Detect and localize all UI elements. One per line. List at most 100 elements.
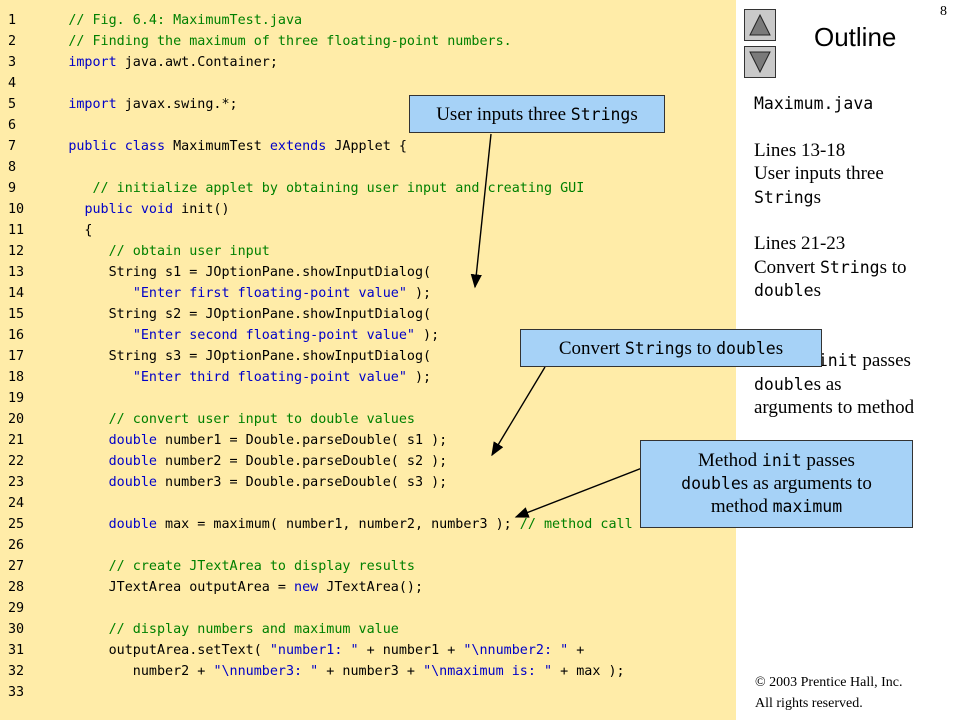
code-text: + number3 + xyxy=(318,664,424,679)
note-text: s xyxy=(813,280,822,301)
next-slide-button[interactable] xyxy=(744,46,776,78)
line-number: 10 xyxy=(8,202,25,217)
code-keyword: double xyxy=(108,454,157,469)
code-text: max = maximum( number1, number2, number3… xyxy=(157,517,520,532)
line-number: 14 xyxy=(8,286,25,301)
line-number: 27 xyxy=(8,559,25,574)
code-text: number3 = Double.parseDouble( s3 ); xyxy=(157,475,448,490)
file-name: Maximum.java xyxy=(754,94,874,113)
callout-text: double xyxy=(716,339,776,358)
code-text: JTextArea(); xyxy=(318,580,424,595)
line-number: 18 xyxy=(8,370,25,385)
code-text: ); xyxy=(406,370,432,385)
code-text: + xyxy=(568,643,585,658)
line-number: 25 xyxy=(8,517,25,532)
code-line: 10 public void init() xyxy=(8,199,230,220)
outline-title: Outline xyxy=(814,22,897,52)
code-line: 3 import java.awt.Container; xyxy=(8,52,278,73)
lines-ref-1: Lines 13-18 xyxy=(754,139,846,161)
line-number: 7 xyxy=(8,139,17,154)
note-text: passes xyxy=(857,350,911,371)
note-text: Convert xyxy=(754,256,820,278)
line-number: 11 xyxy=(8,223,25,238)
callout-line: doubles as arguments to xyxy=(641,472,912,495)
callout-method-init: Method init passes doubles as arguments … xyxy=(640,440,913,528)
code-keyword: public void xyxy=(84,202,174,217)
callout-text: s xyxy=(775,338,784,359)
line-number: 5 xyxy=(8,97,17,112)
code-keyword: double xyxy=(108,475,157,490)
code-line: 24 xyxy=(8,493,68,514)
callout-line: method maximum xyxy=(641,495,912,518)
code-line: 15 String s2 = JOptionPane.showInputDial… xyxy=(8,304,431,325)
code-line: 22 double number2 = Double.parseDouble( … xyxy=(8,451,447,472)
code-comment: // create JTextArea to display results xyxy=(108,559,415,574)
code-line: 23 double number3 = Double.parseDouble( … xyxy=(8,472,447,493)
code-keyword: extends xyxy=(269,139,327,154)
code-text: javax.swing.*; xyxy=(124,97,238,112)
code-line: 6 xyxy=(8,115,68,136)
code-text: String s1 = JOptionPane.showInputDialog( xyxy=(68,265,432,280)
code-keyword: public class xyxy=(68,139,166,154)
code-string: "\nmaximum is: " xyxy=(423,664,553,679)
code-line: 11 { xyxy=(8,220,93,241)
line-number: 32 xyxy=(8,664,25,679)
code-line: 16 "Enter second floating-point value" )… xyxy=(8,325,439,346)
previous-slide-button[interactable] xyxy=(744,9,776,41)
code-string: "\nnumber3: " xyxy=(213,664,319,679)
copyright: © 2003 Prentice Hall, Inc. All rights re… xyxy=(755,672,903,714)
code-line: 2 // Finding the maximum of three floati… xyxy=(8,31,512,52)
note-1-line-a: User inputs three xyxy=(754,163,884,184)
code-text: number2 + xyxy=(68,664,214,679)
line-number: 29 xyxy=(8,601,25,616)
note-3-line-b: doubles as xyxy=(754,373,954,397)
code-line: 20 // convert user input to double value… xyxy=(8,409,415,430)
code-text: ); xyxy=(414,328,440,343)
line-number: 4 xyxy=(8,76,17,91)
code-keyword: double xyxy=(108,433,157,448)
code-line: 27 // create JTextArea to display result… xyxy=(8,556,415,577)
callout-text: init xyxy=(761,451,802,470)
code-keyword: import xyxy=(68,55,117,70)
code-string: "\nnumber2: " xyxy=(463,643,569,658)
down-arrow-icon xyxy=(749,51,771,74)
code-line: 28 JTextArea outputArea = new JTextArea(… xyxy=(8,577,423,598)
note-text: init xyxy=(817,351,858,370)
code-line: 25 double max = maximum( number1, number… xyxy=(8,514,633,535)
code-text: MaximumTest xyxy=(173,139,270,154)
line-number: 20 xyxy=(8,412,25,427)
line-number: 26 xyxy=(8,538,25,553)
code-comment: // Finding the maximum of three floating… xyxy=(68,34,512,49)
code-comment: // obtain user input xyxy=(108,244,270,259)
code-comment: // initialize applet by obtaining user i… xyxy=(92,181,585,196)
code-line: 13 String s1 = JOptionPane.showInputDial… xyxy=(8,262,431,283)
line-number: 21 xyxy=(8,433,25,448)
note-text: s as xyxy=(813,373,842,395)
code-comment: // Fig. 6.4: MaximumTest.java xyxy=(68,13,303,28)
code-keyword: import xyxy=(68,97,117,112)
code-text: init() xyxy=(173,202,230,217)
line-number: 17 xyxy=(8,349,25,364)
code-line: 4 xyxy=(8,73,68,94)
line-number: 33 xyxy=(8,685,25,700)
line-number: 6 xyxy=(8,118,17,133)
line-number: 2 xyxy=(8,34,17,49)
code-line: 19 xyxy=(8,388,68,409)
code-keyword: new xyxy=(294,580,319,595)
callout-text: s xyxy=(630,104,638,125)
code-line: 17 String s3 = JOptionPane.showInputDial… xyxy=(8,346,431,367)
code-text: String s2 = JOptionPane.showInputDialog( xyxy=(68,307,432,322)
note-text: String xyxy=(754,187,814,207)
code-text: String s3 = JOptionPane.showInputDialog( xyxy=(68,349,432,364)
line-number: 24 xyxy=(8,496,25,511)
callout-text: s to xyxy=(684,338,717,359)
arrow-3 xyxy=(514,462,656,518)
note-text: double xyxy=(754,374,814,394)
code-text: number1 = Double.parseDouble( s1 ); xyxy=(157,433,448,448)
callout-text: Convert xyxy=(558,338,625,359)
note-3-line-c: arguments to method xyxy=(754,397,915,418)
note-text: s xyxy=(813,186,822,208)
code-line: 29 xyxy=(8,598,68,619)
line-number: 1 xyxy=(8,13,17,28)
